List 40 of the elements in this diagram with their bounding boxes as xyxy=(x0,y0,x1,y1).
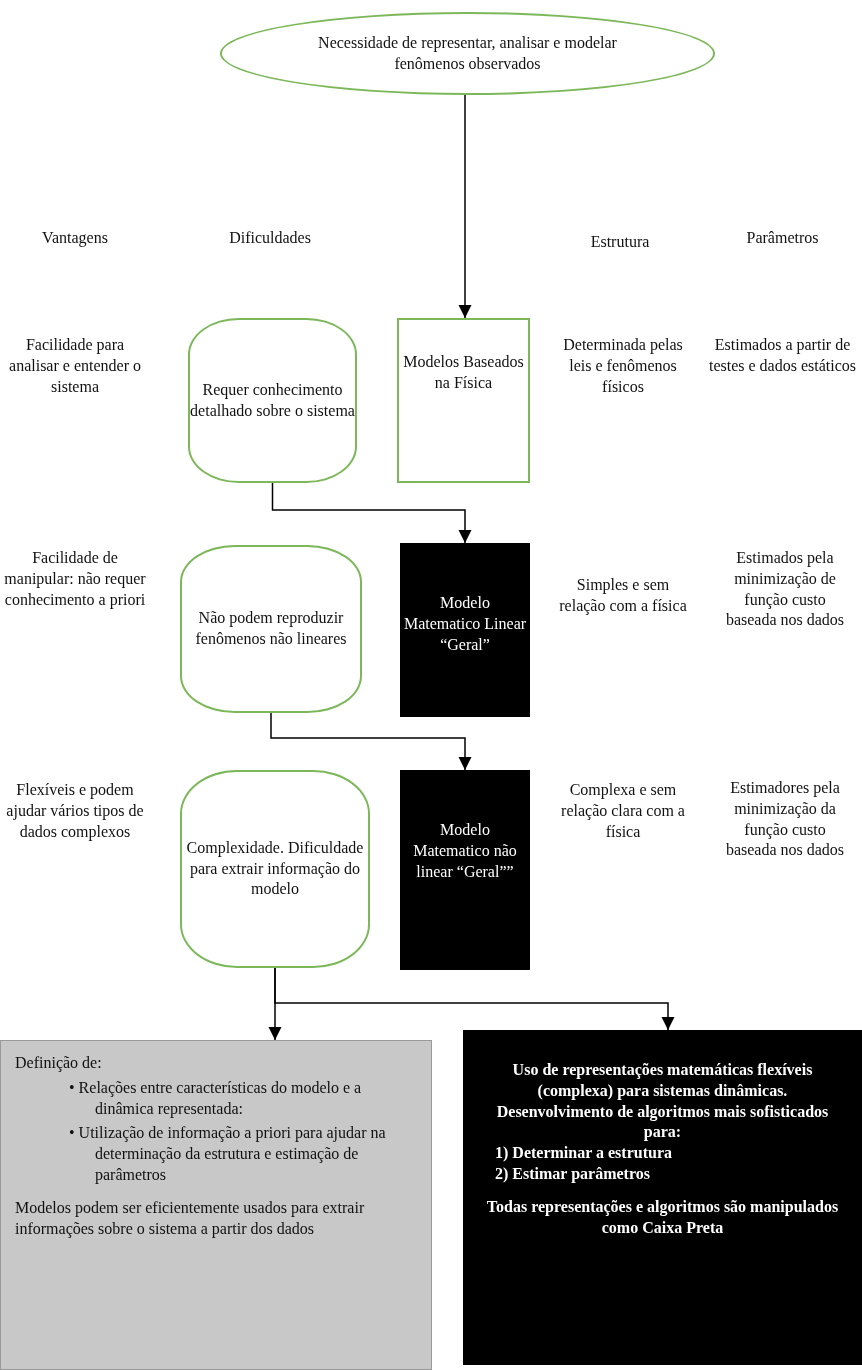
box-text: Modelo Matematico Linear “Geral” xyxy=(402,593,528,655)
column-header: Dificuldades xyxy=(228,228,312,248)
cell-text: Determinada pelas leis e fenômenos físicos xyxy=(562,335,684,397)
rounded-box xyxy=(180,770,370,968)
panel-text: Definição de: xyxy=(15,1053,103,1074)
column-header: Estrutura xyxy=(589,232,651,252)
panel-text: Uso de representações matemáticas flexíveis (complexa) para sistemas dinâmicas. Desenvolvimento de algoritmos mais sofisticados para: xyxy=(495,1060,830,1143)
box-text: Modelos Baseados na Física xyxy=(402,352,525,393)
process-box xyxy=(400,770,530,970)
rounded-box xyxy=(180,545,362,713)
cell-text: Complexa e sem relação clara com a física xyxy=(560,780,686,842)
cell-text: Facilidade de manipular: não requer conhecimento a priori xyxy=(3,548,147,611)
panel-text: Todas representações e algoritmos são manipulados como Caixa Preta xyxy=(485,1196,840,1238)
arrow xyxy=(458,94,472,319)
box-text: Requer conhecimento detalhado sobre o sistema xyxy=(190,379,355,421)
cell-text: Facilidade para analisar e entender o sistema xyxy=(8,335,142,397)
cell-text: Estimadores pela minimização da função custo baseada nos dados xyxy=(724,778,846,861)
box-text: Complexidade. Dificuldade para extrair informação do modelo xyxy=(185,837,365,900)
numbered-item: 1) Determinar a estrutura xyxy=(495,1143,672,1164)
process-box xyxy=(400,543,530,717)
box-text: Necessidade de representar, analisar e modelar fenômenos observados xyxy=(317,32,618,74)
process-box xyxy=(397,318,530,483)
text-panel xyxy=(463,1030,862,1365)
arrow xyxy=(270,712,472,771)
box-text: Não podem reproduzir fenômenos não lineares xyxy=(194,608,348,649)
column-header: Parâmetros xyxy=(745,228,820,248)
bullet-item: • Relações entre características do modelo e a dinâmica representada: xyxy=(69,1077,363,1120)
bullet-item: • Utilização de informação a priori para ajudar na determinação da estrutura e estimação de parâmetros xyxy=(69,1123,387,1186)
box-text: Modelo Matematico não linear “Geral”” xyxy=(412,820,518,882)
rounded-box xyxy=(188,318,357,483)
cell-text: Simples e sem relação com a física xyxy=(558,575,688,617)
numbered-item: 2) Estimar parâmetros xyxy=(495,1164,650,1185)
arrow xyxy=(271,482,472,544)
arrow xyxy=(274,967,675,1031)
cell-text: Estimados pela minimização de função custo baseada nos dados xyxy=(724,548,846,631)
column-header: Vantagens xyxy=(41,228,109,249)
panel-text: Modelos podem ser eficientemente usados para extrair informações sobre o sistema a partir dos dados xyxy=(15,1197,366,1240)
cell-text: Flexíveis e podem ajudar vários tipos de dados complexos xyxy=(5,780,145,843)
cell-text: Estimados a partir de testes e dados estáticos xyxy=(707,335,858,376)
text-panel xyxy=(0,1040,432,1370)
